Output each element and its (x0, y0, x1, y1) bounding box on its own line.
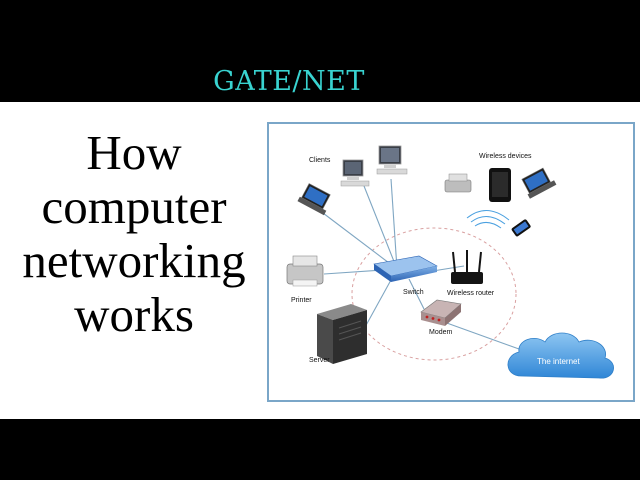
headline-line-3: networking (22, 233, 246, 288)
modem (420, 299, 462, 326)
wireless-laptop (521, 167, 557, 199)
wifi-signal-icon (466, 210, 510, 229)
headline: How computer networking works (6, 126, 262, 342)
headline-line-2: computer (41, 179, 227, 234)
headline-line-4: works (74, 287, 194, 342)
server (317, 304, 367, 364)
client-desktop-2 (376, 145, 408, 175)
network-diagram: Clients Wireless devices (267, 122, 635, 402)
network-boundary (351, 227, 517, 361)
printer (286, 255, 324, 287)
wireless-router (451, 250, 483, 284)
headline-line-1: How (86, 125, 182, 180)
internet-label: The internet (537, 357, 580, 366)
printer-label: Printer (291, 297, 312, 304)
client-desktop-1 (340, 159, 370, 187)
clients-label: Clients (309, 157, 331, 164)
internet-cloud (507, 332, 614, 379)
tablet (489, 168, 511, 202)
wireless-router-label: Wireless router (447, 290, 495, 297)
brand-title: GATE/NET (213, 66, 365, 97)
switch-label: Switch (403, 289, 424, 296)
bottom-bar (0, 419, 640, 480)
client-laptop (297, 183, 331, 216)
server-label: Server (309, 357, 330, 364)
top-bar (0, 0, 640, 102)
wireless-devices-label: Wireless devices (479, 153, 532, 160)
wireless-printer (444, 173, 472, 193)
switch (373, 255, 438, 282)
modem-label: Modem (429, 329, 453, 336)
smartphone (511, 219, 531, 237)
